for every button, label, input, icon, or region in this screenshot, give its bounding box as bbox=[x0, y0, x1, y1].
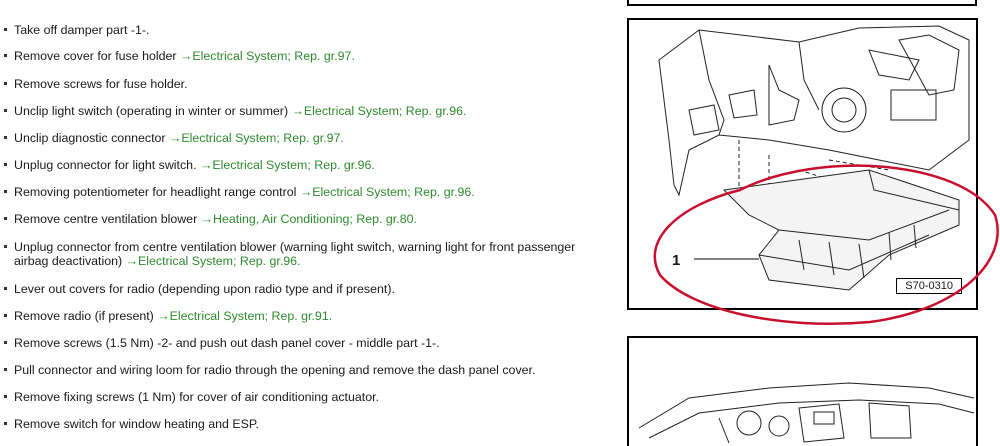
list-item: Unclip diagnostic connector →Electrical … bbox=[4, 131, 616, 145]
step-text: Take off damper part -1-. bbox=[14, 23, 150, 37]
bullet bbox=[4, 163, 7, 166]
list-item: Remove fixing screws (1 Nm) for cover of… bbox=[4, 390, 616, 404]
dashboard-diagram: 1 S70-0310 bbox=[627, 18, 978, 310]
step-link[interactable]: →Electrical System; Rep. gr.96. bbox=[125, 254, 301, 268]
list-item: Unplug connector from centre ventilation… bbox=[4, 240, 600, 268]
step-link[interactable]: →Electrical System; Rep. gr.97. bbox=[179, 49, 355, 63]
step-text: Remove radio (if present) bbox=[14, 309, 158, 323]
step-link[interactable]: →Electrical System; Rep. gr.96. bbox=[299, 185, 475, 199]
step-text: Remove fixing screws (1 Nm) for cover of… bbox=[14, 390, 379, 404]
bullet bbox=[4, 28, 7, 31]
step-text: Unplug connector from centre ventilation… bbox=[14, 240, 576, 268]
list-item: Unplug connector for light switch. →Elec… bbox=[4, 158, 616, 172]
dash-panel-drawing bbox=[638, 382, 975, 444]
bullet bbox=[4, 109, 7, 112]
bullet bbox=[4, 287, 7, 290]
step-text: Unclip diagnostic connector bbox=[14, 131, 169, 145]
list-item: Take off damper part -1-. bbox=[4, 23, 616, 37]
list-item: Remove radio (if present) →Electrical Sy… bbox=[4, 309, 616, 323]
step-link[interactable]: →Electrical System; Rep. gr.91. bbox=[157, 309, 333, 323]
bullet bbox=[4, 82, 7, 85]
list-item: Unclip light switch (operating in winter… bbox=[4, 104, 616, 118]
dash-panel-diagram bbox=[627, 336, 978, 446]
bullet bbox=[4, 314, 7, 317]
step-text: Unplug connector for light switch. bbox=[14, 158, 200, 172]
list-item: Remove switch for window heating and ESP… bbox=[4, 417, 616, 431]
bullet bbox=[4, 136, 7, 139]
previous-figure-frame bbox=[627, 0, 977, 6]
callout-number: 1 bbox=[672, 252, 681, 269]
step-text: Removing potentiometer for headlight ran… bbox=[14, 185, 300, 199]
bullet bbox=[4, 395, 7, 398]
bullet bbox=[4, 245, 7, 248]
list-item: Lever out covers for radio (depending up… bbox=[4, 282, 616, 296]
list-item: Removing potentiometer for headlight ran… bbox=[4, 185, 616, 199]
bullet bbox=[4, 190, 7, 193]
step-text: Remove cover for fuse holder bbox=[14, 49, 180, 63]
list-item: Remove cover for fuse holder →Electrical… bbox=[4, 49, 616, 63]
bullet bbox=[4, 54, 7, 57]
figure-label: S70-0310 bbox=[896, 278, 962, 294]
dashboard-drawing bbox=[658, 25, 970, 291]
step-link[interactable]: →Electrical System; Rep. gr.96. bbox=[199, 158, 375, 172]
step-text: Remove centre ventilation blower bbox=[14, 212, 201, 226]
step-link[interactable]: →Electrical System; Rep. gr.96. bbox=[291, 104, 467, 118]
list-item: Remove screws (1.5 Nm) -2- and push out … bbox=[4, 336, 616, 350]
step-text: Pull connector and wiring loom for radio… bbox=[14, 363, 536, 377]
bullet bbox=[4, 341, 7, 344]
step-text: Lever out covers for radio (depending up… bbox=[14, 282, 395, 296]
bullet bbox=[4, 422, 7, 425]
step-link[interactable]: →Heating, Air Conditioning; Rep. gr.80. bbox=[200, 212, 417, 226]
step-text: Remove switch for window heating and ESP… bbox=[14, 417, 259, 431]
step-text: Unclip light switch (operating in winter… bbox=[14, 104, 292, 118]
bullet bbox=[4, 368, 7, 371]
step-text: Remove screws for fuse holder. bbox=[14, 77, 188, 91]
bullet bbox=[4, 217, 7, 220]
list-item: Remove screws for fuse holder. bbox=[4, 77, 616, 91]
list-item: Pull connector and wiring loom for radio… bbox=[4, 363, 616, 377]
list-item: Remove centre ventilation blower →Heatin… bbox=[4, 212, 616, 226]
step-text: Remove screws (1.5 Nm) -2- and push out … bbox=[14, 336, 440, 350]
step-link[interactable]: →Electrical System; Rep. gr.97. bbox=[168, 131, 344, 145]
